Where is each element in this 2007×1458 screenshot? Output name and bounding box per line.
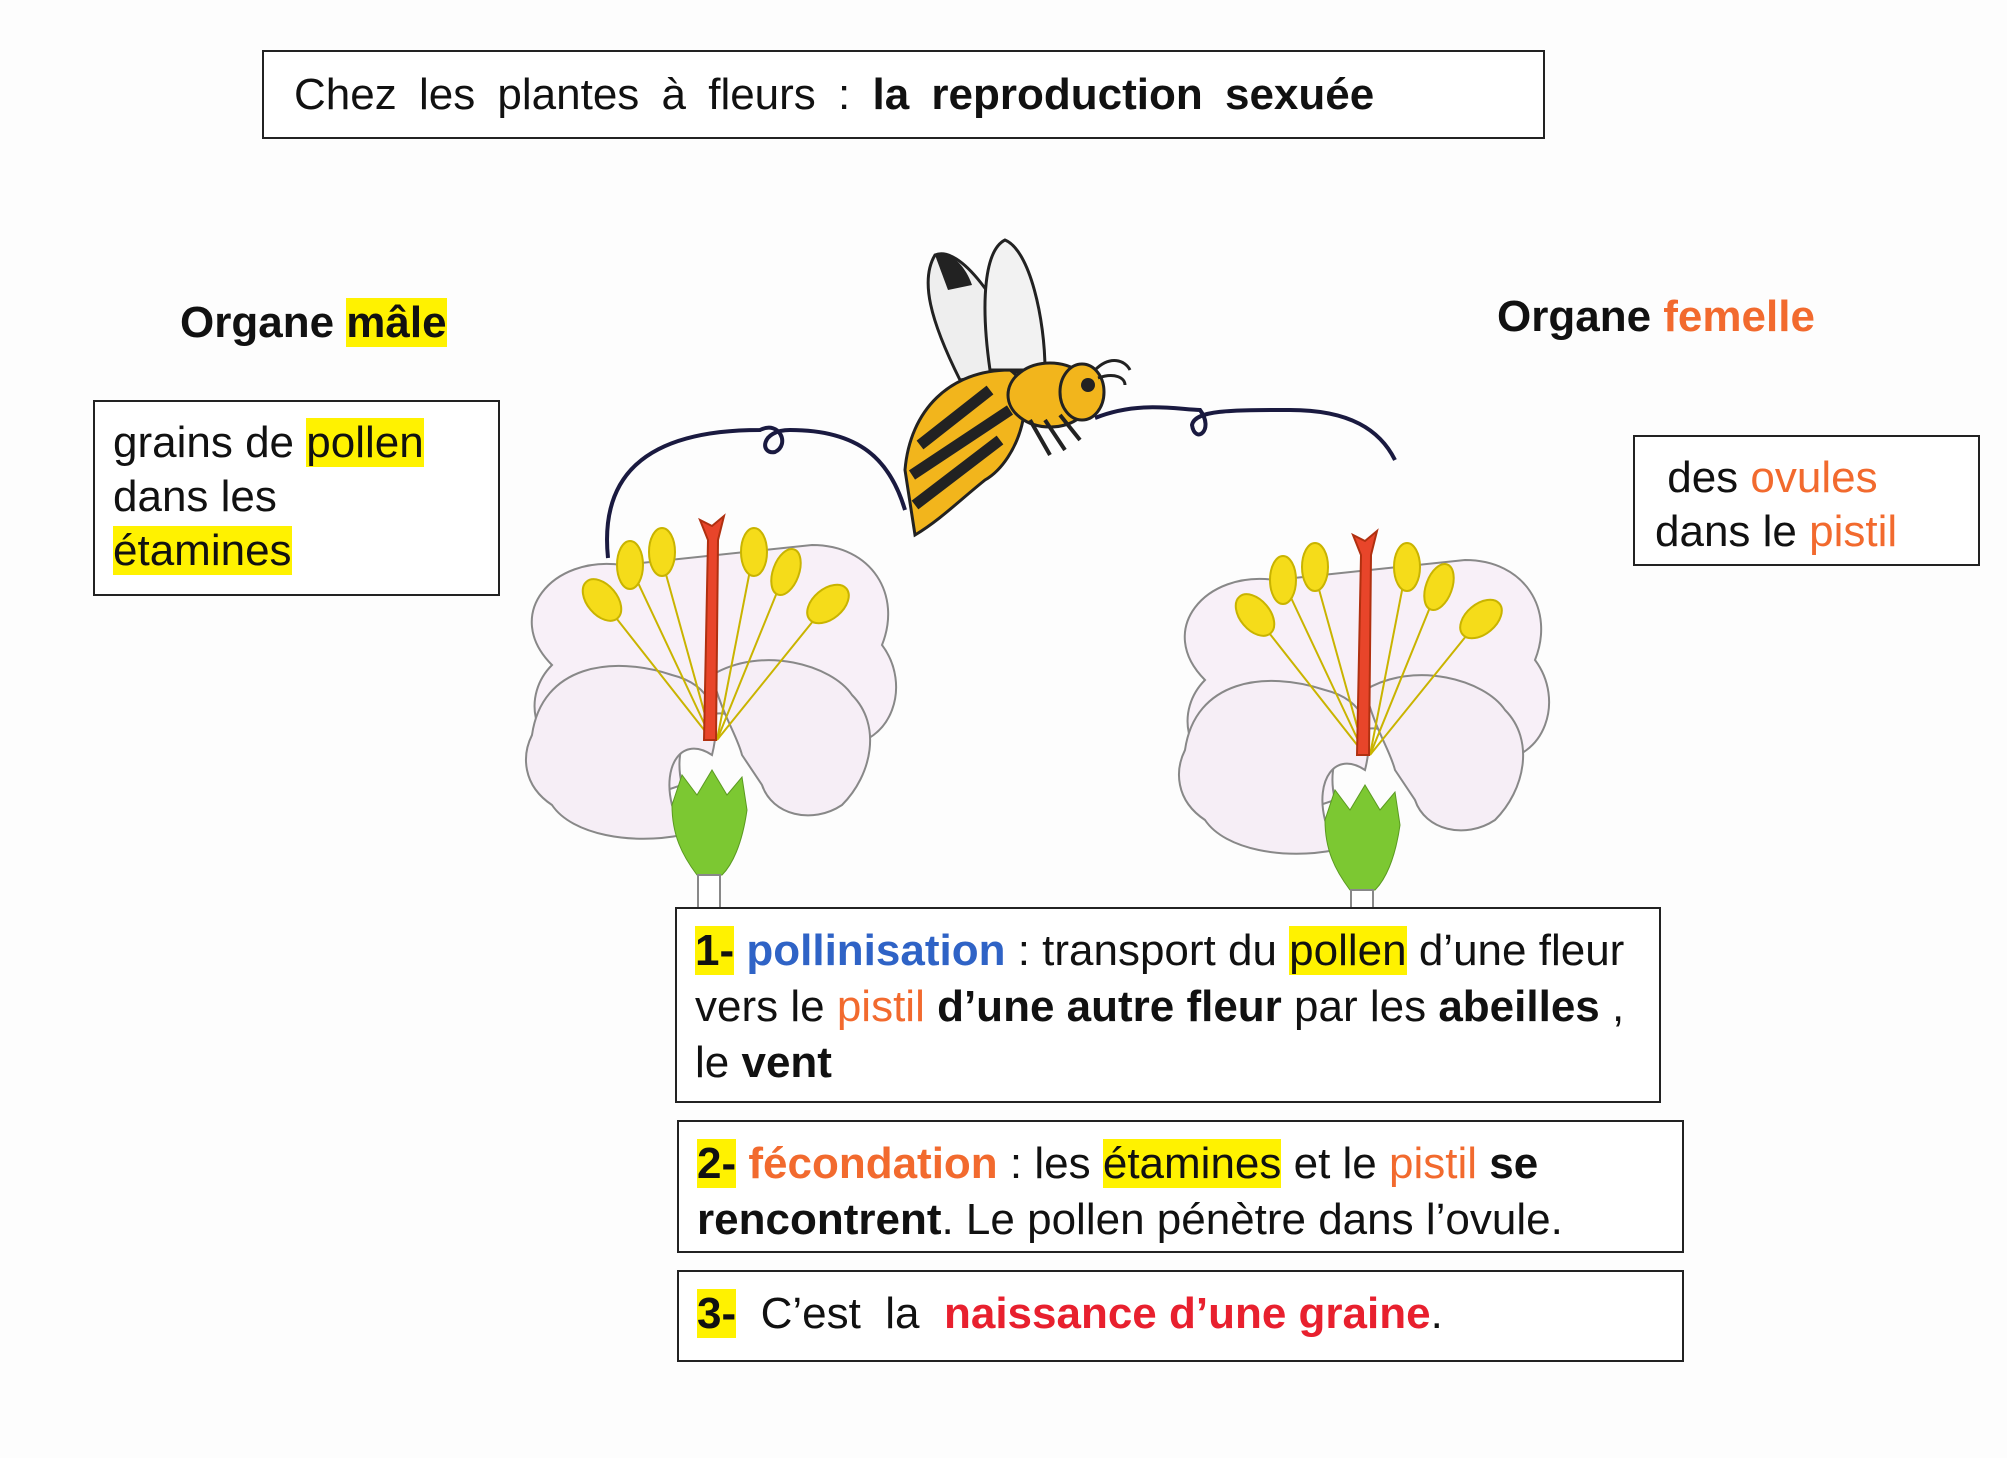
female-heading-prefix: Organe [1497, 292, 1652, 341]
title-box: Chez les plantes à fleurs : la reproduct… [262, 50, 1545, 139]
bold-text: se rencontrent [697, 1139, 1539, 1244]
step-fecondation: 2- fécondation : les étamines et le pist… [677, 1120, 1684, 1253]
step-text: , le [695, 982, 1625, 1087]
title-bold: la reproduction sexuée [872, 70, 1375, 119]
step-text: . [1430, 1289, 1443, 1338]
male-heading-highlight: mâle [346, 298, 447, 347]
female-line1: des [1667, 453, 1739, 502]
step-number: 3- [697, 1289, 737, 1338]
male-pollen: pollen [306, 418, 424, 467]
female-heading: Organe femelle [1497, 292, 1815, 342]
title-text: Chez les plantes à fleurs : [294, 70, 851, 119]
pollen-path-left [605, 425, 907, 559]
pollen-path-right [1094, 405, 1397, 461]
bold-vent: vent [741, 1038, 832, 1087]
step-number: 1- [695, 926, 735, 975]
male-line1: grains de [113, 418, 295, 467]
female-heading-colored: femelle [1663, 292, 1815, 341]
female-pistil: pistil [1809, 507, 1898, 556]
male-heading-prefix: Organe [180, 298, 335, 347]
female-flower [1178, 530, 1551, 941]
highlight-pollen: pollen [1289, 926, 1407, 975]
female-line2: dans le [1655, 507, 1797, 556]
female-organ-box: des ovules dans le pistil [1633, 435, 1980, 566]
step-graine: 3- C’est la naissance d’une graine. [677, 1270, 1684, 1362]
male-flower [525, 515, 898, 926]
female-ovules: ovules [1750, 453, 1878, 502]
male-line2: dans les [113, 472, 277, 521]
step-number: 2- [697, 1139, 737, 1188]
male-heading: Organe mâle [180, 298, 447, 348]
bee-illustration [903, 238, 1132, 538]
step-text: d’une fleur vers le [695, 926, 1625, 1031]
step-text: C’est la [736, 1289, 944, 1338]
step-text: : transport du [1005, 926, 1290, 975]
highlight-etamines: étamines [1102, 1139, 1282, 1188]
male-organ-box: grains de pollen dans les étamines [93, 400, 500, 596]
word-pistil: pistil [836, 982, 925, 1031]
bold-text: d’une autre fleur [924, 982, 1282, 1031]
male-etamines: étamines [113, 526, 292, 575]
naissance-graine: naissance d’une graine [943, 1289, 1431, 1338]
step-pollinisation: 1- pollinisation : transport du pollen d… [675, 907, 1661, 1103]
word-pistil: pistil [1389, 1139, 1478, 1188]
bold-abeilles: abeilles [1438, 982, 1600, 1031]
term-fecondation: fécondation [748, 1139, 998, 1188]
step-text: par les [1281, 982, 1439, 1031]
step-text: et le [1281, 1139, 1390, 1188]
term-pollinisation: pollinisation [746, 926, 1006, 975]
step-text: . Le pollen pénètre dans l’ovule. [941, 1195, 1563, 1244]
step-text: : les [997, 1139, 1103, 1188]
